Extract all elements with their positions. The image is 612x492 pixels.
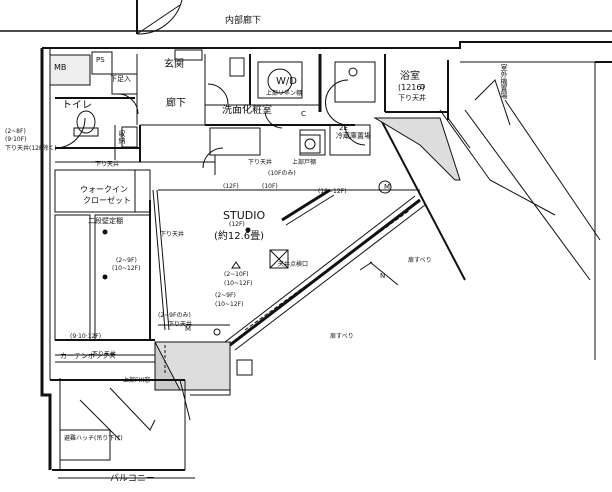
m-mark-2: M: [185, 325, 192, 333]
genkan-label: 玄関: [164, 59, 184, 70]
note-10f: (10F): [262, 183, 278, 190]
floor-note-9-10: (9·10F): [5, 136, 27, 143]
north-label: N: [380, 272, 386, 280]
balcony-label: バルコニー: [110, 474, 155, 484]
shelf-label: 二段壁定棚: [88, 217, 123, 225]
m-mark: M: [384, 183, 391, 191]
toilet-label: トイレ: [62, 100, 92, 111]
sagari-hall: 下り天井: [95, 161, 120, 168]
washroom-label: 洗面化粧室: [222, 105, 272, 116]
note-10-12c: (10~12F): [215, 301, 244, 308]
fix-window: 上部FIX窓: [123, 377, 151, 384]
bath-ceiling-label: 下り天井: [398, 94, 426, 102]
linen-label: 上部リネン棚: [266, 90, 303, 97]
mb-label: MB: [54, 63, 67, 72]
door-sign-2: 扉すべり: [330, 333, 354, 340]
note-2-9: (2~9F): [116, 257, 137, 264]
storage-label: 収納: [118, 130, 126, 144]
sagari-note: 下り天井(12F除く): [5, 145, 57, 152]
ps-label: PS: [96, 56, 105, 64]
bath-label: 浴室: [400, 71, 420, 82]
note-9-10-12: (9·10·12F): [70, 333, 102, 340]
c-mark: C: [301, 110, 306, 118]
note-10-12d: (10~12F): [318, 188, 347, 195]
outdoor-unit-label: 室外機置場: [500, 64, 508, 99]
note-2-9b: (2~9F): [215, 292, 236, 299]
sagari-curtain: 下り天井: [92, 351, 117, 358]
note-10-12b: (10~12F): [224, 280, 253, 287]
sagari-studio: 下り天井: [160, 231, 185, 238]
shoe-box-label: 下足入: [110, 75, 131, 83]
emergency-hatch: 避難ハッチ(吊り下げ): [64, 435, 123, 442]
note-10-12: (10~12F): [112, 265, 141, 272]
walkin-label-1: ウォークイン: [80, 185, 128, 194]
fridge-label: 冷蔵庫置場: [336, 132, 371, 140]
wd-label: W/D: [276, 76, 297, 87]
floor-note-2-8: (2~8F): [5, 128, 26, 135]
d-mark: D: [420, 83, 426, 91]
studio-label: STUDIO: [223, 209, 266, 222]
fridge-prefix-label: 2E: [339, 124, 348, 132]
top-cabinet: 上部戸棚: [292, 159, 317, 166]
studio-floor-label: (12F): [229, 221, 245, 228]
walkin-label-2: クローゼット: [83, 196, 131, 205]
curtain-box-label: カーテンボックス: [60, 352, 116, 360]
corridor-label: 内部廊下: [225, 16, 262, 26]
door-sign-1: 扉すべり: [408, 257, 432, 264]
note-2-10: (2~10F): [224, 271, 249, 278]
inspection-label: 天井点検口: [278, 261, 309, 268]
sagari-bottom: 下り天井: [168, 321, 193, 328]
studio-size-label: (約12.6畳): [214, 231, 265, 242]
roka-label: 廊下: [166, 98, 186, 109]
bath-size-label: (1216): [398, 83, 425, 92]
note-10only: (10Fのみ): [268, 170, 296, 177]
note-12f: (12F): [223, 183, 239, 190]
sagari-kitchen: 下り天井: [248, 159, 273, 166]
note-2-9only: (2~9Fのみ): [158, 312, 191, 319]
